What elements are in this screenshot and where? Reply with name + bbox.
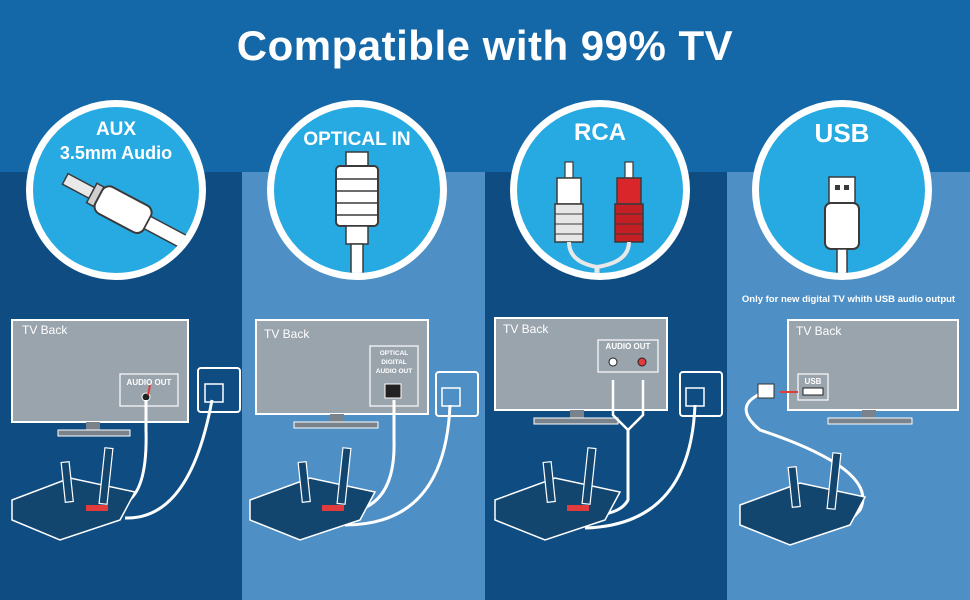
rca-audio-out-label: AUDIO OUT [605, 342, 651, 351]
rca-circle: RCA [510, 100, 690, 280]
optical-port-label-2: DIGITAL [381, 359, 407, 366]
tv-back-label-3: TV Back [503, 322, 549, 336]
optical-circle: OPTICAL IN [267, 100, 447, 280]
usb-label: USB [814, 118, 870, 148]
tv-back-label-2: TV Back [264, 327, 310, 341]
tv-back-aux [11, 319, 189, 437]
wall-socket-icon [679, 371, 723, 417]
tv-back-rca [494, 317, 668, 425]
rca-label: RCA [574, 119, 626, 146]
wall-socket-icon [197, 367, 241, 413]
tv-back-label-1: TV Back [22, 323, 68, 337]
usb-circle: USB [752, 100, 932, 280]
usb-plug-icon [824, 176, 860, 273]
aux-label-1: AUX [95, 119, 137, 140]
aux-circle: AUX 3.5mm Audio [26, 100, 206, 280]
usb-port-label: USB [804, 377, 822, 386]
optical-plug-icon [335, 151, 379, 273]
aux-jack-icon [61, 172, 199, 258]
optical-label: OPTICAL IN [303, 129, 411, 150]
wall-socket-icon [435, 371, 479, 417]
rca-plug-icon [554, 161, 644, 273]
page-title: Compatible with 99% TV [236, 22, 734, 69]
aux-label-2: 3.5mm Audio [59, 143, 173, 163]
aux-audio-out-label: AUDIO OUT [126, 378, 172, 387]
optical-port-label-1: OPTICAL [379, 350, 409, 357]
bluetooth-transmitter-icon [739, 452, 867, 546]
usb-note: Only for new digital TV whith USB audio … [741, 294, 956, 305]
bluetooth-transmitter-icon [494, 447, 622, 541]
bluetooth-transmitter-icon [249, 447, 377, 541]
tv-back-usb [787, 319, 959, 425]
tv-back-optical [255, 319, 429, 429]
tv-back-label-4: TV Back [796, 324, 842, 338]
bluetooth-transmitter-icon [11, 447, 137, 541]
optical-port-label-3: AUDIO OUT [375, 368, 413, 375]
